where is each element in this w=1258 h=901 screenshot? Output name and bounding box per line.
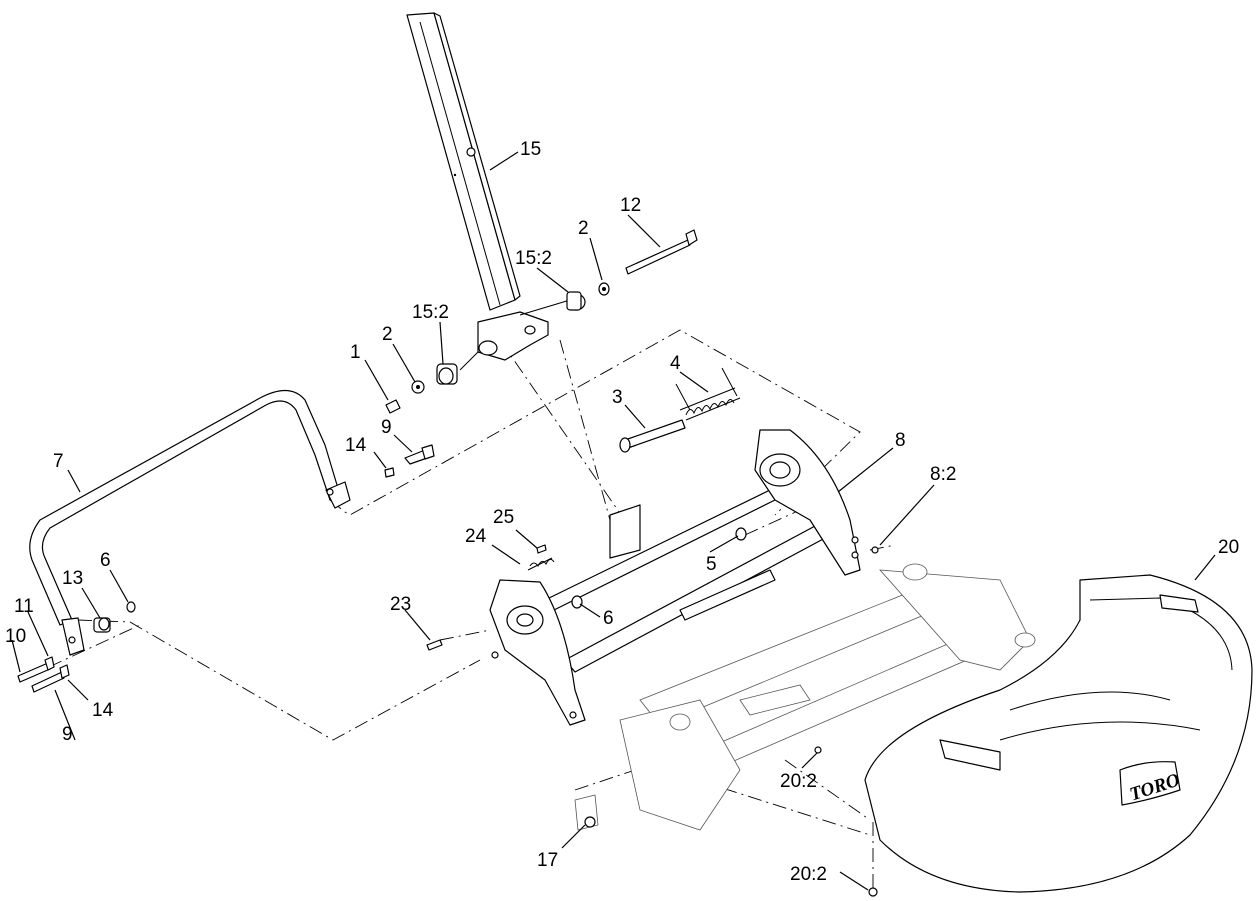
bail-handle-part xyxy=(29,389,351,656)
callout-7: 7 xyxy=(53,451,64,472)
callout-6: 6 xyxy=(603,608,614,629)
callout-12: 12 xyxy=(620,195,641,216)
screw-part xyxy=(868,887,878,897)
callout-5: 5 xyxy=(706,554,717,575)
handle-post-part xyxy=(406,12,549,361)
callout-15-2: 15:2 xyxy=(515,248,552,269)
callout-2: 2 xyxy=(382,324,393,345)
screw-part xyxy=(814,746,822,754)
callout-3: 3 xyxy=(612,387,623,408)
callout-23: 23 xyxy=(390,594,411,615)
cutting-unit xyxy=(574,563,1036,831)
callout-11: 11 xyxy=(14,596,34,617)
callout-15-2: 15:2 xyxy=(412,302,449,323)
callout-8-2: 8:2 xyxy=(930,464,956,485)
callout-24: 24 xyxy=(465,526,487,547)
callout-1: 1 xyxy=(350,342,361,363)
callout-4: 4 xyxy=(670,353,681,374)
callout-13: 13 xyxy=(62,568,83,589)
callout-15: 15 xyxy=(520,139,541,160)
callout-9: 9 xyxy=(381,417,392,438)
callout-2: 2 xyxy=(578,218,589,239)
callout-17: 17 xyxy=(537,850,558,871)
pin-and-spring xyxy=(619,367,741,453)
callout-14: 14 xyxy=(92,700,114,721)
callout-labels: 1 2 15:2 15 12 2 15:2 4 3 9 14 7 8 8:2 2… xyxy=(5,139,1239,885)
pivot-hardware-right xyxy=(519,229,698,316)
pivot-hardware-left xyxy=(385,351,479,414)
frame-part xyxy=(489,429,861,726)
callout-6: 6 xyxy=(100,550,111,571)
callout-9: 9 xyxy=(62,724,73,745)
assembly-lines xyxy=(24,329,896,890)
weight-shield-part xyxy=(864,574,1253,893)
callout-8: 8 xyxy=(895,430,906,451)
callout-14: 14 xyxy=(345,435,367,456)
callout-10: 10 xyxy=(5,626,26,647)
leader-lines xyxy=(11,151,1216,891)
callout-20: 20 xyxy=(1218,537,1239,558)
callout-20-2: 20:2 xyxy=(780,771,817,792)
fasteners-left xyxy=(17,601,136,693)
fasteners-upper xyxy=(384,444,435,478)
callout-25: 25 xyxy=(493,507,514,528)
small-parts xyxy=(426,527,879,651)
callout-20-2: 20:2 xyxy=(790,864,827,885)
